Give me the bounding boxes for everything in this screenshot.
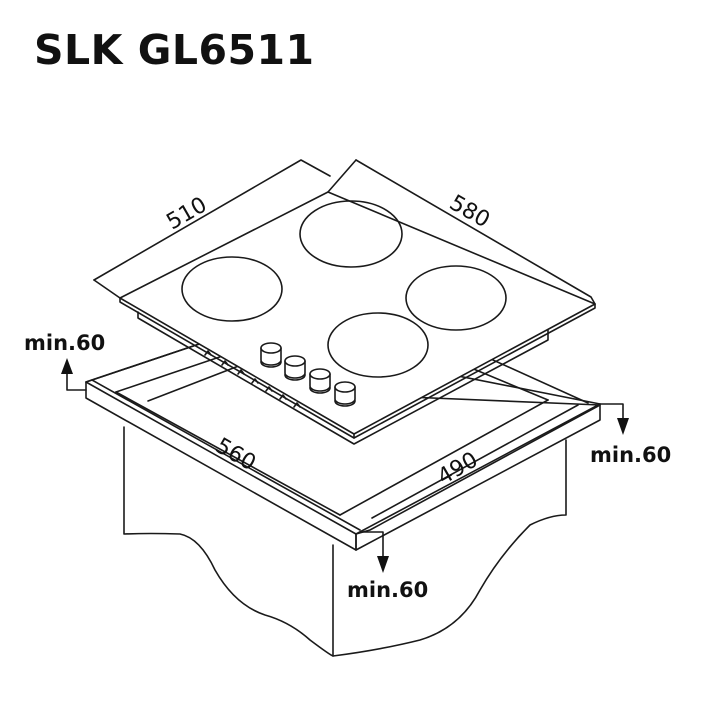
hob [119, 191, 596, 445]
knob-1 [260, 342, 282, 368]
cabinet-body [123, 426, 567, 657]
burner-front-left [327, 312, 429, 378]
burner-back-right [299, 200, 403, 268]
clearance-left-label: min.60 [24, 331, 105, 355]
knob-3 [309, 368, 331, 394]
burner-back-left [181, 256, 283, 322]
clearance-left: min.60 [24, 331, 105, 391]
knob-2 [284, 355, 306, 381]
clearance-front: min.60 [347, 531, 428, 602]
knob-4 [334, 381, 356, 407]
clearance-right: min.60 [590, 403, 671, 467]
burner-front-right [405, 265, 507, 331]
clearance-right-label: min.60 [590, 443, 671, 467]
model-title: SLK GL6511 [34, 26, 315, 74]
clearance-front-label: min.60 [347, 578, 428, 602]
dim-label-510: 510 [163, 193, 212, 236]
